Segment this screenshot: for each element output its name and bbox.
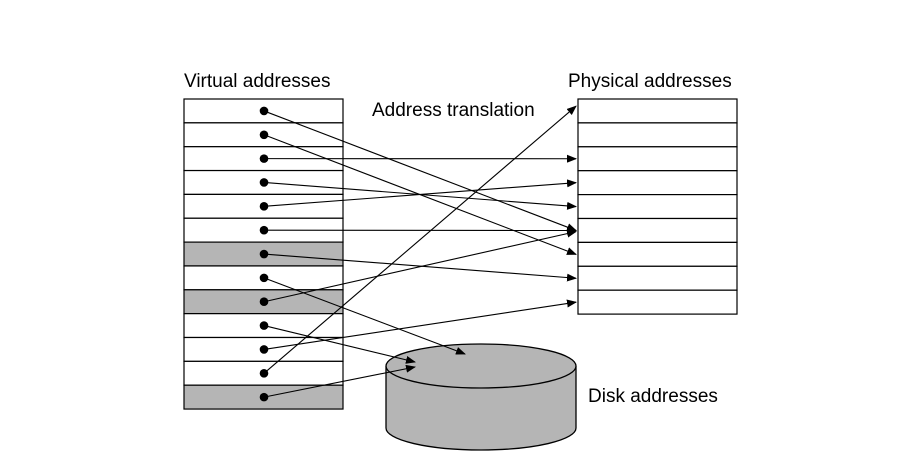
mapping-arrow: [263, 364, 416, 398]
virtual-address-dot: [259, 368, 269, 378]
mapping-arrow: [263, 277, 466, 355]
physical-row: [577, 122, 738, 148]
virtual-address-dot: [259, 297, 269, 307]
physical-row: [577, 217, 738, 243]
physical-row: [577, 241, 738, 267]
physical-address-table: [577, 98, 738, 315]
mapping-arrow: [263, 299, 577, 350]
virtual-address-dot: [259, 345, 269, 354]
address-mappings: [259, 105, 577, 402]
physical-row: [577, 289, 738, 315]
virtual-address-dot: [259, 130, 269, 140]
physical-addresses-label: Physical addresses: [568, 71, 732, 92]
mapping-arrow: [263, 325, 416, 364]
virtual-addresses-label: Virtual addresses: [184, 71, 330, 92]
virtual-address-dot: [259, 202, 269, 211]
mapping-arrow: [263, 229, 577, 303]
physical-row: [577, 265, 738, 291]
virtual-address-dot: [259, 273, 269, 283]
virtual-address-dot: [259, 106, 269, 116]
address-translation-label: Address translation: [372, 100, 535, 121]
virtual-address-dot: [259, 178, 269, 187]
mapping-arrow: [263, 110, 577, 231]
disk-addresses-label: Disk addresses: [588, 386, 718, 407]
physical-row: [577, 98, 738, 124]
disk-cylinder: [385, 343, 577, 451]
virtual-address-dot: [259, 249, 269, 259]
physical-row: [577, 170, 738, 196]
mapping-arrow: [263, 179, 577, 207]
physical-row: [577, 146, 738, 172]
virtual-address-dot: [259, 225, 269, 235]
virtual-address-dot: [259, 154, 269, 163]
virtual-address-dot: [259, 321, 269, 330]
virtual-address-dot: [259, 392, 269, 402]
physical-row: [577, 194, 738, 220]
mapping-arrow: [263, 105, 577, 374]
